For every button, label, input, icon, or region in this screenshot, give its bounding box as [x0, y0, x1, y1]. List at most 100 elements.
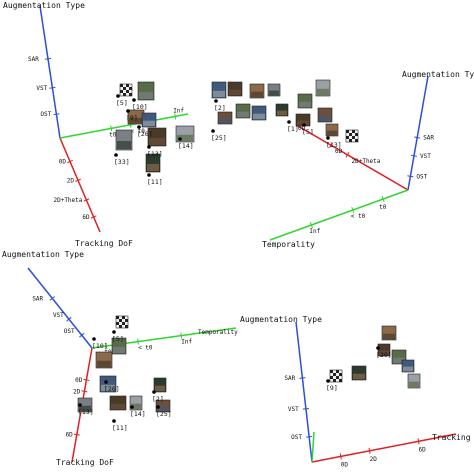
bottom-left-thumbnail-detail: [101, 384, 115, 392]
bottom-left-qr-thumbnail-cell: [119, 325, 122, 328]
bottom-left-augmentation-tick-mark: [49, 296, 55, 301]
top-left-reference-label: [33]: [114, 158, 130, 166]
top-left-tracking-tick-mark: [67, 159, 73, 164]
bottom-left-data-point: [130, 405, 134, 409]
top-left-thumbnail-detail: [213, 90, 225, 98]
bottom-right-qr-thumbnail-cell: [333, 373, 336, 376]
bottom-left-qr-thumbnail-cell: [125, 325, 128, 328]
bottom-right-qr-thumbnail-cell: [339, 373, 342, 376]
bottom-left-qr-thumbnail-cell: [122, 316, 125, 319]
top-left-tracking-tick-label: 6D: [82, 214, 90, 221]
bottom-right-augmentation-title: Augmentation Type: [240, 315, 322, 324]
top-right-augmentation-tick-label: OST: [416, 173, 427, 180]
top-left-tracking-tick-label: 2D+Theta: [53, 197, 82, 204]
top-left-qr-thumbnail-cell: [126, 84, 129, 87]
top-left-reference-label: [9]: [126, 114, 138, 122]
top-left-thumbnail-detail: [229, 89, 241, 96]
top-left-augmentation-tick-mark: [44, 57, 52, 60]
top-right-qr-thumbnail-cell: [349, 139, 352, 142]
top-left-tracking-tick-label: 2D: [67, 177, 75, 184]
top-right-thumbnail-detail: [269, 90, 279, 96]
top-right-qr-thumbnail-cell: [352, 130, 355, 133]
top-left-reference-label: [5]: [116, 99, 128, 107]
bottom-right-data-point: [326, 379, 330, 383]
top-right-tracking-tick-mark: [329, 142, 333, 149]
top-right-reference-label: [5]: [302, 128, 314, 136]
top-left-tracking-tick-mark: [75, 178, 81, 182]
top-right-temporality-tick-label: Inf: [309, 228, 320, 235]
top-left-tracking-axis-line: [59, 137, 101, 233]
bottom-left-temporality-end-label: Temporality: [198, 329, 238, 336]
top-left-reference-label: [14]: [178, 142, 194, 150]
top-right-tracking-tick-mark: [345, 151, 350, 158]
top-left-reference-label: [13]: [147, 150, 163, 158]
top-right-qr-thumbnail-cell: [349, 133, 352, 136]
bottom-right-qr-thumbnail-cell: [336, 376, 339, 379]
top-left-temporality-axis-line: [59, 113, 189, 139]
bottom-left-augmentation-axis-line: [27, 267, 93, 349]
bottom-left-augmentation-title: Augmentation Type: [2, 250, 84, 259]
bottom-left-augmentation-tick-label: SAR: [32, 295, 43, 302]
bottom-right-tracking-axis-line: [311, 433, 457, 463]
bottom-right-augmentation-tick-label: OST: [291, 434, 302, 441]
bottom-left-reference-label: [25]: [156, 410, 172, 418]
bottom-right-tracking-tick-label: 0D: [341, 461, 349, 467]
bottom-left-reference-label: [26]: [104, 385, 120, 393]
top-right-data-point: [302, 123, 306, 127]
top-right-qr-thumbnail-cell: [355, 139, 358, 142]
top-left-temporality-tick-mark: [174, 113, 177, 120]
bottom-left-thumbnail-detail: [97, 360, 111, 368]
bottom-left-augmentation-tick-mark: [66, 316, 72, 322]
top-left-qr-thumbnail-cell: [129, 93, 132, 96]
bottom-left-tracking-tick-mark: [81, 390, 88, 393]
top-right-tracking-tick-label: 2D+Theta: [352, 158, 381, 165]
top-right-thumbnail-detail: [253, 113, 265, 120]
bottom-left-data-point: [112, 330, 116, 334]
top-left-thumbnail-detail: [177, 134, 193, 142]
top-left-temporality-tick-label: t0: [109, 131, 117, 138]
top-left-data-point: [147, 173, 151, 177]
top-left-data-point: [147, 145, 151, 149]
bottom-left-data-point: [92, 337, 96, 341]
bottom-right-tracking-title: Tracking DoF: [432, 433, 474, 442]
bottom-left-data-point: [156, 405, 160, 409]
top-right-tracking-end-label: 0D: [298, 125, 306, 132]
top-left-augmentation-title: Augmentation Type: [3, 1, 85, 10]
top-right-thumbnail-detail: [297, 120, 309, 126]
top-left-augmentation-tick-mark: [49, 86, 56, 89]
top-left-thumbnail-detail: [117, 141, 131, 149]
top-left-temporality-tick-mark: [110, 125, 113, 132]
bottom-left-tracking-tick-label: 0D: [75, 377, 83, 384]
bottom-left-tracking-tick-label: 2D: [73, 388, 81, 395]
bottom-right-tracking-tick-mark: [368, 447, 371, 454]
bottom-left-temporality-tick-mark: [180, 332, 183, 339]
bottom-left-tracking-title: Tracking DoF: [56, 458, 114, 467]
bottom-left-temporality-tick-mark: [137, 338, 139, 345]
bottom-right-augmentation-tick-mark: [306, 435, 313, 438]
bottom-left-reference-label: [2]: [152, 395, 164, 403]
top-left-reference-label: [2]: [214, 104, 226, 112]
bottom-left-reference-label: [5]: [112, 335, 124, 343]
top-right-tracking-axis-line: [297, 125, 409, 191]
bottom-left-data-point: [78, 403, 82, 407]
top-right-thumbnail-detail: [317, 88, 329, 96]
bottom-left-qr-thumbnail-cell: [119, 319, 122, 322]
bottom-right-thumbnail-detail: [383, 333, 395, 340]
bottom-left-temporality-tick-label: < t0: [138, 345, 153, 352]
bottom-right-thumbnail-detail: [393, 357, 405, 364]
top-left-data-point: [178, 137, 182, 141]
bottom-right-reference-label: [20]: [376, 351, 392, 359]
bottom-right-qr-thumbnail-cell: [339, 379, 342, 382]
top-left-qr-thumbnail-cell: [123, 87, 126, 90]
bottom-right-augmentation-tick-mark: [302, 407, 309, 410]
bottom-right-temporality-axis-line: [311, 431, 315, 463]
bottom-left-reference-label: [13]: [78, 408, 94, 416]
bottom-left-data-point: [112, 419, 116, 423]
top-right-thumbnail-detail: [299, 101, 311, 108]
top-right-temporality-axis-line: [269, 189, 409, 241]
top-left-data-point: [132, 98, 136, 102]
top-right-augmentation-tick-label: VST: [420, 153, 431, 160]
top-left-thumbnail-detail: [143, 120, 155, 127]
top-right-reference-label: [1]: [287, 125, 299, 133]
